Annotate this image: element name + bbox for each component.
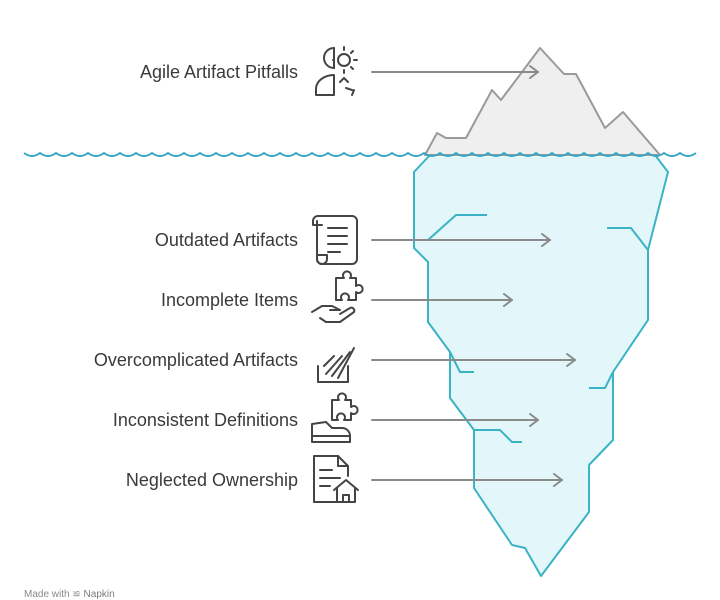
arrow-incomplete-items bbox=[371, 293, 513, 307]
arrow-inconsistent-definitions bbox=[371, 413, 539, 427]
arrow-neglected-ownership bbox=[371, 473, 563, 487]
iceberg-underwater bbox=[413, 154, 669, 577]
footer-brand: Napkin bbox=[83, 589, 115, 600]
shoe-puzzle-icon bbox=[311, 392, 359, 443]
hand-puzzle-icon bbox=[311, 270, 364, 323]
arrow-agile-artifact-pitfalls bbox=[371, 65, 539, 79]
footer-attribution: Made with ≌ Napkin bbox=[24, 589, 115, 600]
iceberg-cracks bbox=[427, 214, 649, 443]
water-line bbox=[23, 151, 697, 157]
label-inconsistent-definitions: Inconsistent Definitions bbox=[112, 410, 298, 430]
label-incomplete-items: Incomplete Items bbox=[160, 290, 298, 310]
footer-made-with: Made with bbox=[24, 589, 70, 600]
stack-lines-icon bbox=[317, 347, 355, 383]
label-agile-artifact-pitfalls: Agile Artifact Pitfalls bbox=[139, 62, 298, 82]
napkin-logo-icon: ≌ bbox=[72, 589, 81, 600]
iceberg-peak bbox=[424, 47, 661, 156]
label-outdated-artifacts: Outdated Artifacts bbox=[154, 230, 298, 250]
label-neglected-ownership: Neglected Ownership bbox=[125, 470, 298, 490]
arrows bbox=[371, 65, 576, 487]
person-gear-icon bbox=[315, 46, 358, 96]
label-overcomplicated-artifacts: Overcomplicated Artifacts bbox=[93, 350, 298, 370]
arrow-outdated-artifacts bbox=[371, 233, 551, 247]
scroll-icon bbox=[312, 215, 358, 265]
arrow-overcomplicated-artifacts bbox=[371, 353, 576, 367]
document-home-icon bbox=[313, 455, 359, 503]
